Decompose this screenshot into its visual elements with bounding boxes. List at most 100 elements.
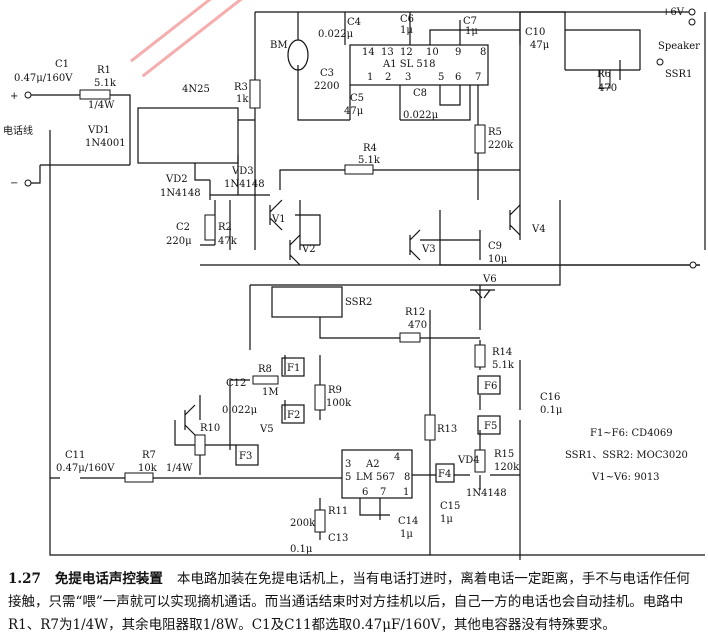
caption-body: 本电路加装在免提电话机上，当有电话打进时，离着电话一定距离，手不与电话作任何接触… [8,571,690,633]
label: 0.47μ/160V [14,73,73,84]
label: R4 [363,143,377,154]
label: V2 [301,244,316,255]
label: 120k [494,462,520,473]
label: 1 [403,487,409,498]
label: 8 [480,47,486,58]
label: C16 [540,392,560,403]
label: F5 [484,421,497,432]
label: R3 [234,82,248,93]
label: 6 [362,487,368,498]
label: R15 [494,449,514,460]
label: 电话线 [3,124,33,137]
label: 1N4148 [224,179,265,190]
label: R6 [597,69,611,80]
label: 1μ [465,26,478,37]
label: LM 567 [356,472,395,483]
label: 220μ [166,236,192,247]
label: V1~V6: 9013 [591,472,660,483]
label: 470 [408,320,427,331]
label: V6 [482,274,497,285]
label: 12 [400,47,413,58]
label: 1N4148 [466,488,507,499]
label: SSR1 [665,69,692,80]
label: 200k [290,518,316,529]
label: F2 [287,410,300,421]
label: F6 [484,381,497,392]
label: 220k [488,140,514,151]
terminal-dots [24,8,697,269]
label: 5 [438,72,444,83]
label: F4 [438,469,451,480]
transistor-symbols [184,39,521,436]
label: V5 [259,424,274,435]
label: 1μ [400,25,413,36]
label: 1μ [400,529,413,540]
label: 47k [218,236,238,247]
label: 47μ [344,106,364,117]
label: 7 [475,72,481,83]
label: 2200 [314,81,339,92]
label: R12 [405,307,425,318]
label: C11 [65,450,85,461]
label: R1 [97,65,111,76]
label: 1M [262,387,279,398]
label: 0.1μ [540,405,563,416]
label: V4 [531,224,546,235]
circuit-schematic: +6V C4 0.022μ C6 1μ C7 1μ C10 47μ BM A1 … [3,7,706,560]
label: 13 [381,47,394,58]
label: R11 [328,506,348,517]
label: SSR1、SSR2: MOC3020 [565,450,688,461]
label: 5.1k [358,155,381,166]
label: 3 [405,72,411,83]
label: R13 [437,424,457,435]
label: 47μ [530,40,550,51]
label: VD4 [457,455,480,466]
label: 4 [394,452,400,463]
label: 10 [426,47,439,58]
label: 0.022μ [403,110,439,121]
label: C13 [328,533,348,544]
label: BM [270,40,288,51]
label: 0.47μ/160V [56,463,115,474]
label: 0.022μ [222,405,258,416]
label: R10 [200,423,220,434]
label: V1 [271,214,286,225]
label: VD1 [87,125,110,136]
label: Speaker [658,41,700,52]
label: 5.1k [94,78,117,89]
label: 4N25 [182,84,210,95]
label: 8 [404,472,410,483]
label: 2 [385,72,391,83]
label: VD3 [231,166,254,177]
label: C15 [440,501,460,512]
figure-number: 1.27 [8,571,41,587]
label: C7 [463,16,477,27]
label: 1N4001 [85,138,126,149]
label: 5 [345,472,351,483]
label: F3 [239,451,252,462]
label: C2 [176,222,190,233]
label: R9 [328,385,342,396]
label: 3 [345,459,351,470]
label: 6 [455,72,461,83]
label: 470 [598,83,617,94]
label: C5 [350,93,364,104]
label: 1k [236,94,249,105]
label: C6 [400,14,414,25]
label: C8 [413,88,427,99]
label: R2 [218,222,232,233]
label: A2 [365,459,380,470]
label: SSR2 [345,297,372,308]
label: − [10,178,18,189]
label: C3 [320,68,334,79]
label: 9 [455,47,461,58]
label: 10k [138,463,158,474]
label: 0.022μ [318,29,354,40]
label: R8 [258,364,272,375]
label: 1 [367,72,373,83]
label: C10 [525,27,545,38]
resistors [79,69,611,533]
label: 1/4W [166,463,193,474]
label: R14 [492,347,512,358]
